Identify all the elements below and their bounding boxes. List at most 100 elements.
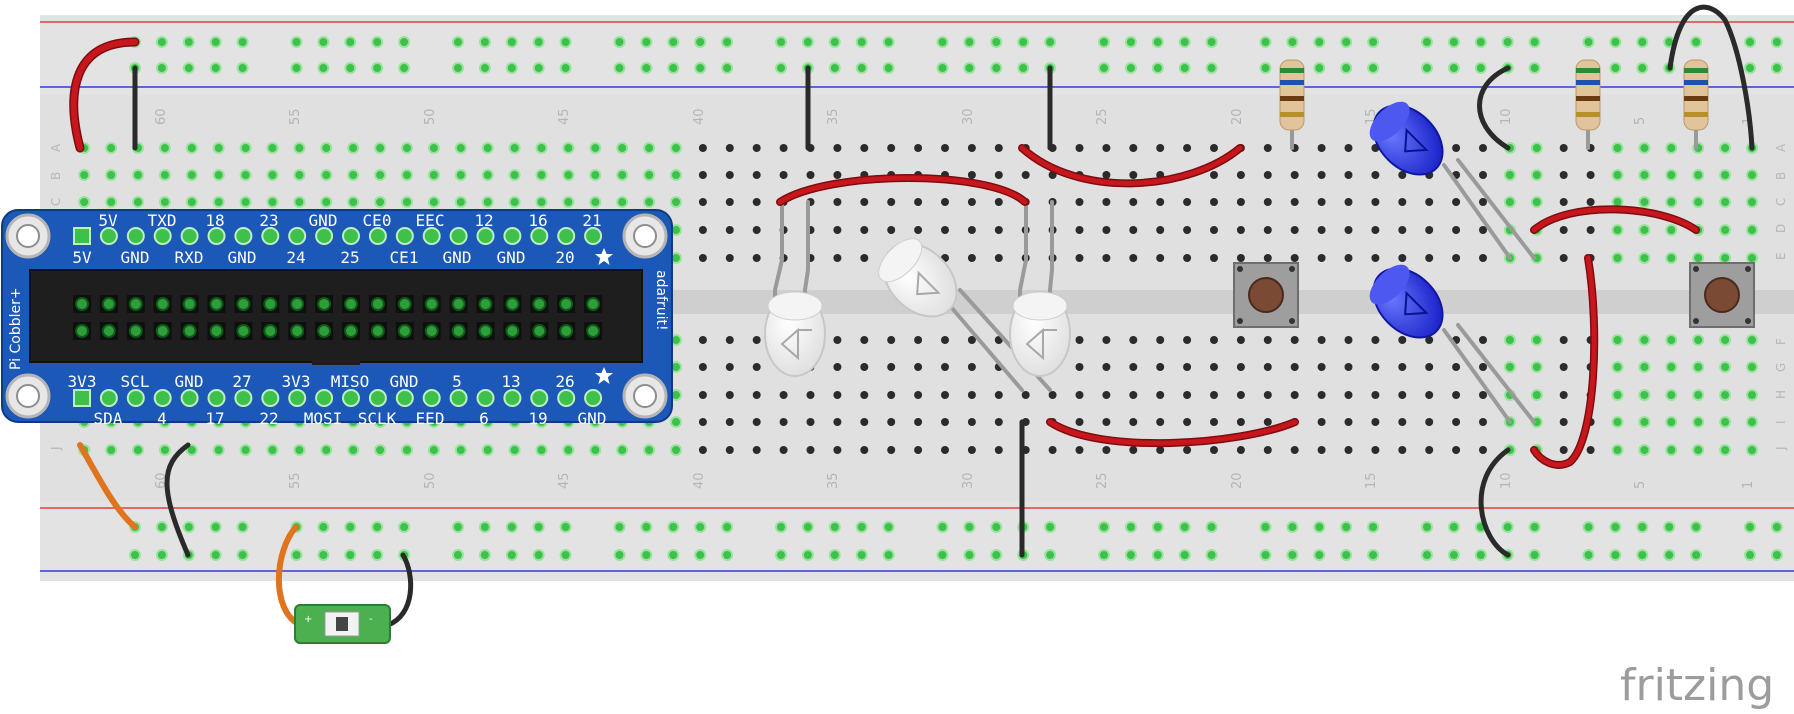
breadboard-hole: [1746, 224, 1758, 236]
breadboard-hole: [452, 62, 464, 74]
breadboard-hole: [1371, 363, 1380, 371]
breadboard-hole: [1129, 254, 1138, 262]
pin-label: CE0: [363, 211, 392, 230]
col-num-bottom: 5: [1633, 481, 1648, 489]
breadboard-hole: [833, 171, 842, 179]
pin-label: GND: [309, 211, 338, 230]
breadboard-hole: [1559, 226, 1568, 234]
breadboard-hole: [1530, 334, 1543, 346]
fritzing-logo: fritzing: [1620, 660, 1774, 711]
breadboard-hole: [1744, 549, 1756, 561]
breadboard-hole: [1290, 391, 1299, 399]
pin-label: MISO: [331, 372, 370, 391]
breadboard-hole: [1503, 361, 1516, 373]
breadboard-hole: [941, 336, 949, 344]
breadboard-hole: [967, 391, 976, 399]
breadboard-hole: [698, 336, 707, 344]
breadboard-hole: [1611, 389, 1624, 401]
breadboard-hole: [936, 521, 949, 533]
breadboard-hole: [1447, 36, 1460, 48]
pin-label: EEC: [416, 211, 445, 230]
breadboard-hole: [698, 144, 707, 152]
header-pin: [128, 297, 143, 311]
breadboard-hole: [1263, 336, 1272, 344]
breadboard-hole: [1501, 36, 1514, 48]
gpio-header: [29, 269, 643, 363]
header-pin: [586, 324, 601, 338]
breadboard-hole: [806, 171, 815, 179]
breadboard-hole: [1638, 252, 1651, 264]
breadboard-hole: [105, 142, 118, 154]
breadboard-hole: [401, 169, 413, 181]
header-pin: [505, 297, 520, 311]
breadboard-hole: [1609, 36, 1622, 48]
breadboard-hole: [1075, 363, 1084, 371]
breadboard-hole: [914, 391, 923, 399]
cobbler-pad: [315, 227, 334, 245]
breadboard-hole: [613, 549, 626, 561]
breadboard-hole: [212, 196, 225, 208]
breadboard-hole: [293, 196, 306, 208]
breadboard-hole: [1236, 336, 1245, 344]
pushbutton-icon: [1233, 262, 1299, 328]
breadboard-hole: [779, 391, 788, 399]
breadboard-hole: [1129, 226, 1138, 234]
breadboard-hole: [1371, 391, 1380, 399]
breadboard-hole: [1317, 336, 1326, 344]
breadboard-hole: [1692, 196, 1705, 208]
breadboard-hole: [1205, 521, 1218, 533]
breadboard-hole: [317, 62, 330, 74]
breadboard-hole: [1636, 549, 1649, 561]
breadboard-hole: [209, 549, 222, 561]
breadboard-hole: [266, 169, 279, 181]
breadboard-hole: [508, 196, 521, 208]
breadboard-hole: [1044, 549, 1057, 561]
breadboard-hole: [725, 391, 734, 399]
breadboard-hole: [132, 444, 144, 456]
breadboard-hole: [1098, 36, 1110, 48]
breadboard-hole: [752, 254, 761, 262]
breadboard-hole: [613, 62, 626, 74]
breadboard-hole: [155, 521, 168, 533]
breadboard-hole: [1503, 334, 1516, 346]
breadboard-hole: [427, 444, 440, 456]
breadboard-hole: [1075, 418, 1084, 426]
breadboard-hole: [990, 521, 1003, 533]
breadboard-hole: [1479, 418, 1487, 426]
header-pin: [317, 297, 332, 311]
breadboard-hole: [347, 444, 360, 456]
header-pin: [586, 297, 601, 311]
pin-label: SDA: [94, 409, 123, 428]
breadboard-hole: [667, 62, 680, 74]
breadboard-hole: [155, 549, 168, 561]
breadboard-hole: [1210, 144, 1218, 152]
row-letters-left: A B C J: [49, 143, 63, 451]
breadboard-hole: [779, 171, 788, 179]
breadboard-hole: [320, 142, 333, 154]
breadboard-hole: [1582, 549, 1595, 561]
breadboard-hole: [505, 36, 518, 48]
breadboard-hole: [1317, 171, 1326, 179]
breadboard-hole: [1151, 549, 1164, 561]
col-num-top: 5: [1633, 117, 1648, 125]
breadboard-hole: [239, 444, 252, 456]
wire-red: [1047, 419, 1298, 446]
breadboard-hole: [670, 169, 682, 181]
breadboard-hole: [347, 196, 360, 208]
breadboard-hole: [855, 36, 868, 48]
breadboard-hole: [1530, 361, 1543, 373]
breadboard-hole: [1447, 549, 1460, 561]
breadboard-hole: [1259, 549, 1272, 561]
cobbler-pad: [288, 227, 307, 245]
breadboard-hole: [1151, 36, 1164, 48]
breadboard-hole: [1474, 36, 1487, 48]
breadboard-hole: [752, 198, 761, 206]
led-white-icon: [1009, 291, 1071, 377]
cobbler-pad: [422, 389, 441, 407]
breadboard-hole: [698, 226, 707, 234]
breadboard-hole: [1665, 252, 1678, 264]
breadboard-hole: [806, 418, 815, 426]
breadboard-hole: [887, 418, 896, 426]
breadboard-hole: [1156, 198, 1165, 206]
